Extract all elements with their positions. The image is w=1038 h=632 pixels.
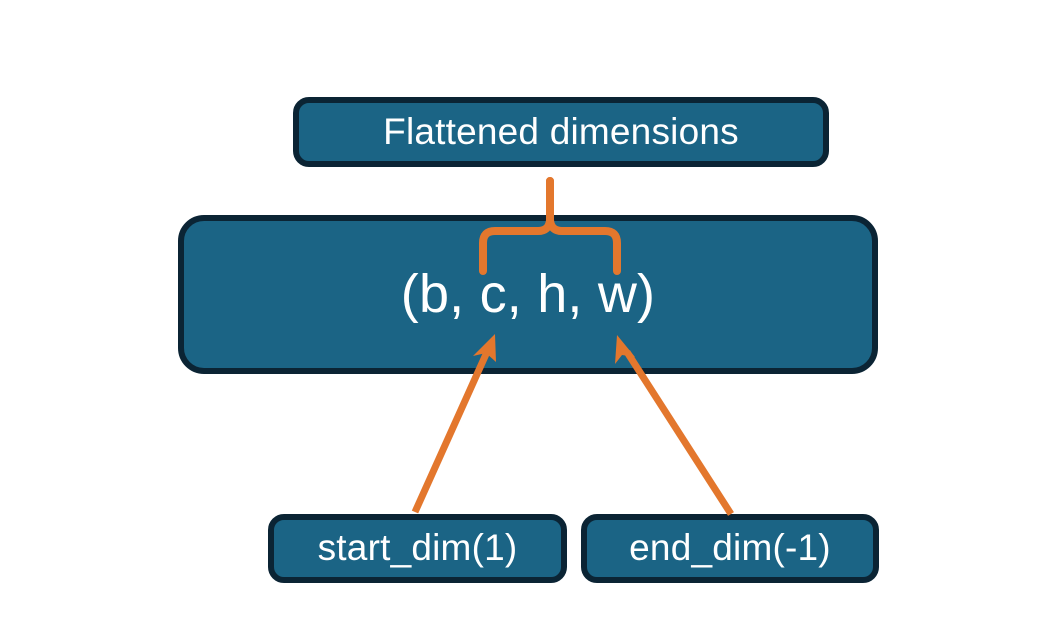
flattened-dimensions-box[interactable]: Flattened dimensions bbox=[293, 97, 829, 167]
flattened-dimensions-label: Flattened dimensions bbox=[383, 110, 739, 152]
end-dim-box[interactable]: end_dim(-1) bbox=[581, 514, 879, 583]
tensor-shape-box[interactable]: (b, c, h, w) bbox=[178, 215, 878, 374]
tensor-shape-label: (b, c, h, w) bbox=[400, 263, 656, 324]
start-dim-box[interactable]: start_dim(1) bbox=[268, 514, 567, 583]
start-dim-label: start_dim(1) bbox=[317, 527, 518, 568]
end-dim-label: end_dim(-1) bbox=[629, 527, 831, 568]
